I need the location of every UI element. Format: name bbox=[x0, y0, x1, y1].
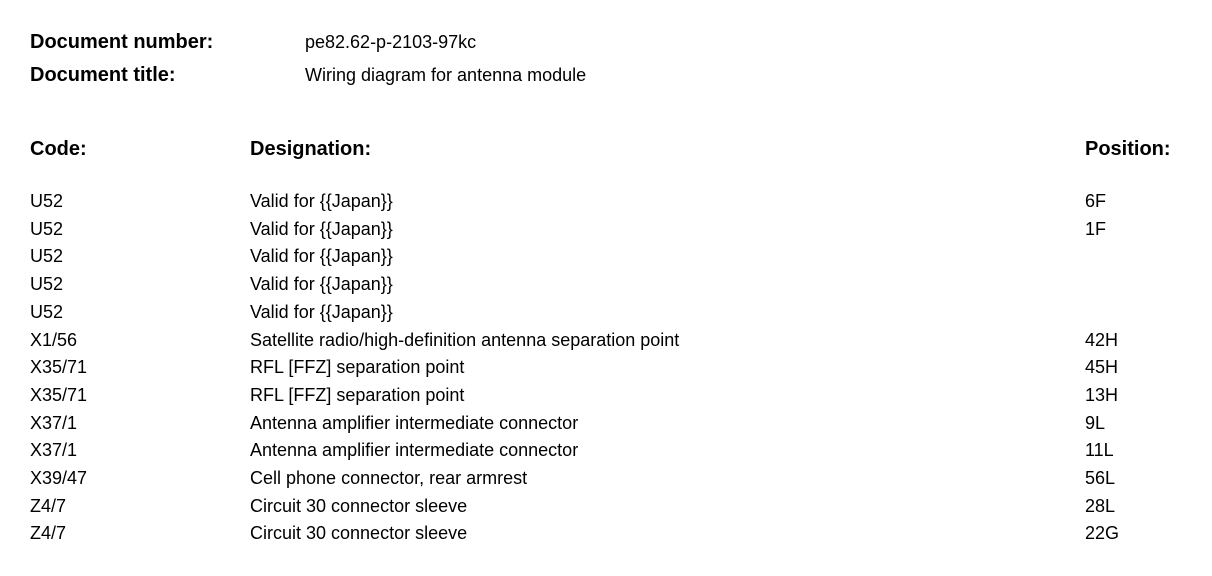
doc-info: Document number: pe82.62-p-2103-97kc Doc… bbox=[30, 26, 1212, 92]
table-row: U52 Valid for {{Japan}} bbox=[30, 271, 1212, 299]
cell-code: U52 bbox=[30, 274, 64, 295]
cell-position: 28L bbox=[1085, 495, 1116, 516]
table-row: U52 Valid for {{Japan}} 6F bbox=[30, 188, 1212, 216]
cell-position bbox=[1085, 243, 1212, 271]
table-row: U52 Valid for {{Japan}} 1F bbox=[30, 216, 1212, 244]
cell-designation: Valid for {{Japan}} bbox=[250, 246, 393, 267]
cell-code: X35/71 bbox=[30, 357, 88, 378]
doc-number-row: Document number: pe82.62-p-2103-97kc bbox=[30, 26, 1212, 59]
cell-designation: RFL [FFZ] separation point bbox=[250, 357, 465, 378]
cell-code: X37/1 bbox=[30, 440, 78, 461]
table-row: Z4/7 Circuit 30 connector sleeve 22G bbox=[30, 520, 1212, 548]
cell-code: U52 bbox=[30, 246, 64, 267]
header-position: Position: bbox=[1085, 138, 1171, 160]
cell-designation: Circuit 30 connector sleeve bbox=[250, 523, 468, 544]
table-row: X35/71 RFL [FFZ] separation point 45H bbox=[30, 354, 1212, 382]
cell-designation: Antenna amplifier intermediate connector bbox=[250, 440, 579, 461]
cell-code: X37/1 bbox=[30, 412, 78, 433]
table-row: Z4/7 Circuit 30 connector sleeve 28L bbox=[30, 493, 1212, 521]
doc-title-label: Document title: bbox=[30, 64, 176, 86]
table-row: X35/71 RFL [FFZ] separation point 13H bbox=[30, 382, 1212, 410]
doc-title-row: Document title: Wiring diagram for anten… bbox=[30, 59, 1212, 92]
doc-number-label: Document number: bbox=[30, 31, 214, 53]
cell-position: 56L bbox=[1085, 468, 1116, 489]
table-row: X39/47 Cell phone connector, rear armres… bbox=[30, 465, 1212, 493]
cell-code: X1/56 bbox=[30, 329, 78, 350]
cell-position bbox=[1085, 271, 1212, 299]
header-code: Code: bbox=[30, 138, 87, 160]
cell-code: Z4/7 bbox=[30, 523, 67, 544]
doc-number-value: pe82.62-p-2103-97kc bbox=[305, 32, 477, 52]
cell-code: X35/71 bbox=[30, 384, 88, 405]
table-header-row: Code: Designation: Position: bbox=[30, 137, 1212, 161]
cell-code: Z4/7 bbox=[30, 495, 67, 516]
cell-position: 13H bbox=[1085, 384, 1119, 405]
header-designation: Designation: bbox=[250, 138, 372, 160]
code-table-body: U52 Valid for {{Japan}} 6F U52 Valid for… bbox=[30, 188, 1212, 548]
cell-code: U52 bbox=[30, 218, 64, 239]
doc-title-value: Wiring diagram for antenna module bbox=[305, 65, 587, 85]
cell-designation: Circuit 30 connector sleeve bbox=[250, 495, 468, 516]
cell-position: 45H bbox=[1085, 357, 1119, 378]
cell-position: 6F bbox=[1085, 191, 1107, 211]
cell-code: U52 bbox=[30, 301, 64, 322]
cell-designation: Valid for {{Japan}} bbox=[250, 218, 393, 239]
cell-position: 9L bbox=[1085, 412, 1106, 433]
table-row: U52 Valid for {{Japan}} bbox=[30, 243, 1212, 271]
cell-position: 22G bbox=[1085, 523, 1120, 544]
cell-designation: Antenna amplifier intermediate connector bbox=[250, 412, 579, 433]
cell-designation: Satellite radio/high-definition antenna … bbox=[250, 329, 680, 350]
table-row: X1/56 Satellite radio/high-definition an… bbox=[30, 327, 1212, 355]
cell-position: 11L bbox=[1085, 440, 1114, 461]
cell-position bbox=[1085, 299, 1212, 327]
cell-designation: RFL [FFZ] separation point bbox=[250, 384, 465, 405]
cell-position: 42H bbox=[1085, 329, 1119, 350]
cell-designation: Valid for {{Japan}} bbox=[250, 191, 393, 211]
code-table: Code: Designation: Position: U52 Valid f… bbox=[30, 137, 1212, 548]
table-row: X37/1 Antenna amplifier intermediate con… bbox=[30, 437, 1212, 465]
cell-position: 1F bbox=[1085, 218, 1107, 239]
cell-code: X39/47 bbox=[30, 468, 88, 489]
table-row: U52 Valid for {{Japan}} bbox=[30, 299, 1212, 327]
table-row: X37/1 Antenna amplifier intermediate con… bbox=[30, 410, 1212, 438]
cell-designation: Valid for {{Japan}} bbox=[250, 301, 393, 322]
cell-code: U52 bbox=[30, 191, 64, 211]
cell-designation: Cell phone connector, rear armrest bbox=[250, 468, 528, 489]
cell-designation: Valid for {{Japan}} bbox=[250, 274, 393, 295]
